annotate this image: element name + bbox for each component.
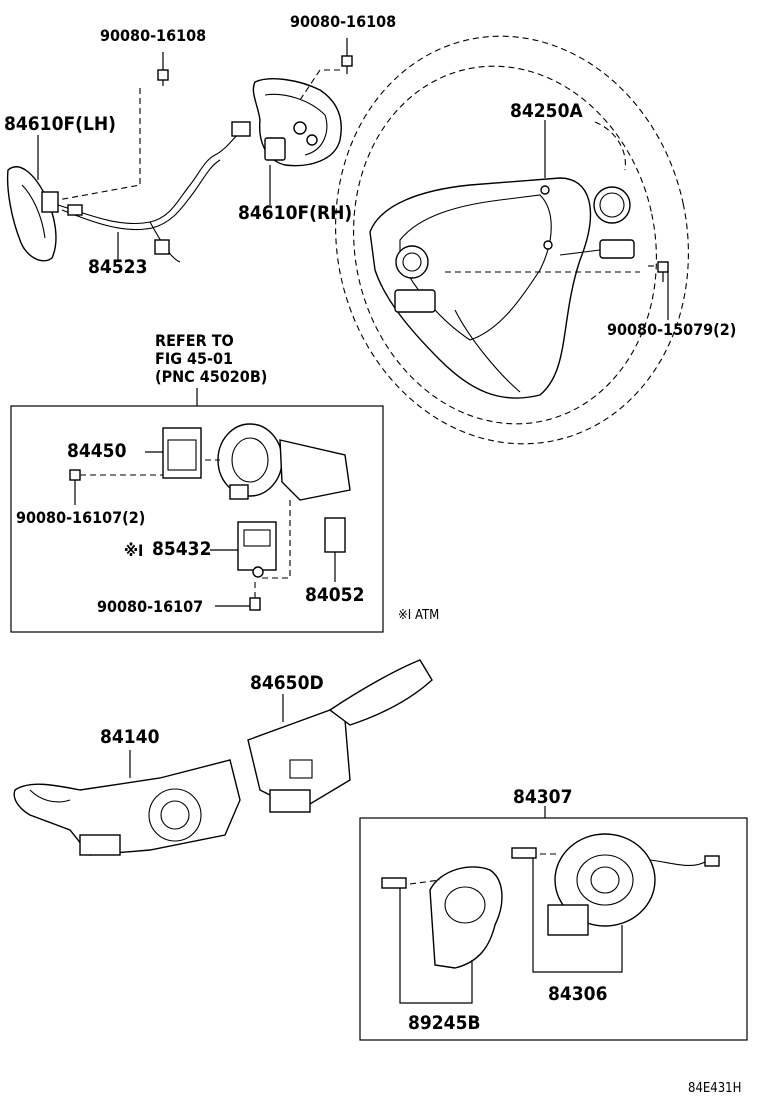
solenoid-drawing: [237, 521, 277, 578]
label-figure-code: 84E431H: [688, 1081, 742, 1096]
label-wiper-switch: 84650D: [250, 672, 324, 694]
label-switch-rh: 84610F(RH): [238, 202, 353, 224]
bolt-top-left-drawing: [157, 69, 169, 86]
ignition-switch-drawing: [145, 427, 202, 479]
wiper-switch-drawing: [247, 659, 433, 813]
switch-lh-drawing: [6, 166, 59, 262]
lock-housing-drawing: [217, 423, 351, 501]
spiral-cable-drawing: [511, 833, 720, 936]
switch-rh-drawing: [252, 78, 342, 167]
label-solenoid-mark: ※I: [124, 541, 144, 560]
label-bolt-top-left: 90080-16108: [100, 26, 207, 45]
label-spiral-cable: 84306: [548, 983, 608, 1005]
label-bolt-wheel: 90080-15079(2): [607, 320, 737, 339]
label-refer-line2: FIG 45-01: [155, 349, 234, 368]
label-switch-84052: 84052: [305, 584, 365, 606]
label-atm-note: ※I ATM: [398, 608, 440, 623]
steering-wheel-drawing: [335, 35, 689, 445]
switch-84052-drawing: [324, 517, 346, 582]
label-light-switch: 84140: [100, 726, 160, 748]
label-bolt-sol: 90080-16107: [97, 597, 204, 616]
label-switch-lh: 84610F(LH): [4, 113, 116, 135]
sensor-drawing: [381, 866, 503, 969]
bolt-ign-drawing: [69, 469, 81, 505]
label-bolt-ign: 90080-16107(2): [16, 508, 146, 527]
spiral-box-outline: [359, 817, 748, 1041]
label-harness: 84523: [88, 256, 148, 278]
light-switch-drawing: [13, 759, 241, 856]
bolt-sol-drawing: [249, 597, 261, 611]
refer-box-outline: [10, 405, 384, 633]
bolt-top-mid-drawing: [341, 55, 353, 74]
label-spiral-assy: 84307: [513, 786, 573, 808]
bolt-wheel-drawing: [657, 261, 669, 320]
label-refer-line3: (PNC 45020B): [155, 367, 268, 386]
label-refer-line1: REFER TO: [155, 331, 234, 350]
label-bolt-top-mid: 90080-16108: [290, 12, 397, 31]
label-wheel: 84250A: [510, 100, 583, 122]
label-solenoid: 85432: [152, 538, 212, 560]
harness-drawing: [57, 121, 251, 263]
label-ignition: 84450: [67, 440, 127, 462]
label-sensor: 89245B: [408, 1012, 481, 1034]
